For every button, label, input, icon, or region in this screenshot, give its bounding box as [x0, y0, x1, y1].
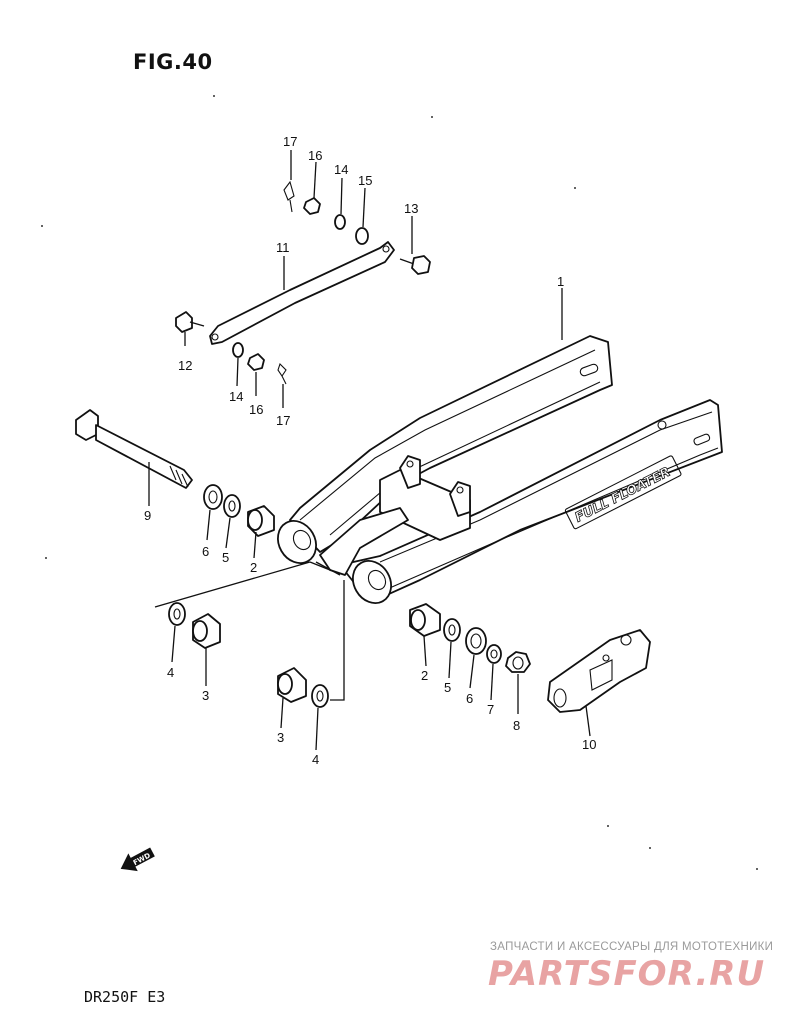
torque-rod [209, 241, 395, 345]
callout-15: 15 [358, 173, 372, 188]
watermark-tagline: ЗАПЧАСТИ И АКСЕССУАРЫ ДЛЯ МОТОТЕХНИКИ [490, 941, 774, 953]
washer-14-bottom [232, 342, 244, 358]
callout-2-left: 2 [250, 560, 257, 575]
washer-5-right [443, 618, 461, 642]
fwd-arrow-icon: FWD [120, 847, 155, 872]
callout-4-left: 4 [167, 665, 174, 680]
pivot-shaft [75, 409, 193, 489]
callout-3-left: 3 [202, 688, 209, 703]
callout-1: 1 [557, 274, 564, 289]
callout-3-center: 3 [277, 730, 284, 745]
callout-11: 11 [276, 240, 290, 255]
nut-16-top [303, 197, 321, 215]
callout-8: 8 [513, 718, 520, 733]
callout-6-left: 6 [202, 544, 209, 559]
leader-lines [148, 150, 591, 751]
nut-16-bottom [247, 353, 265, 371]
callout-9: 9 [144, 508, 151, 523]
seal-6-left [203, 484, 223, 510]
callout-12: 12 [178, 358, 192, 373]
washer-7 [486, 644, 502, 664]
scan-specks [41, 95, 758, 870]
washer-4-left [168, 602, 186, 626]
callout-16-top: 16 [308, 148, 322, 163]
model-label: DR250F E3 [84, 988, 166, 1006]
fwd-label: FWD [132, 851, 152, 867]
callout-14-bottom: 14 [229, 389, 243, 404]
callout-4-center: 4 [312, 752, 319, 767]
callout-13: 13 [404, 201, 418, 216]
assembly-lines [154, 561, 345, 701]
cotter-pin-17-top [283, 180, 295, 213]
callout-5-left: 5 [222, 550, 229, 565]
callout-7: 7 [487, 702, 494, 717]
watermark-brand: PARTSFOR.RU [488, 954, 765, 994]
callout-5-right: 5 [444, 680, 451, 695]
nut-8 [505, 651, 531, 673]
callout-14-top: 14 [334, 162, 348, 177]
callout-6-right: 6 [466, 691, 473, 706]
seal-6-right [465, 627, 487, 655]
washer-4-center [311, 684, 329, 708]
washer-15 [355, 227, 369, 245]
cotter-pin-17-bottom [277, 362, 287, 385]
callout-17-top: 17 [283, 134, 297, 149]
washer-14-top [334, 214, 346, 230]
swingarm: FULL FLOATER [277, 335, 723, 604]
bolt-12 [175, 311, 205, 333]
chain-guide-10 [547, 629, 651, 713]
callout-2-right: 2 [421, 668, 428, 683]
callout-10: 10 [582, 737, 596, 752]
callout-17-bottom: 17 [276, 413, 290, 428]
callout-16-bottom: 16 [249, 402, 263, 417]
washer-5-left [223, 494, 241, 518]
callout-labels: 1 17 16 14 15 13 11 12 14 16 17 9 6 5 2 … [144, 134, 596, 767]
bolt-13 [399, 255, 431, 275]
figure-title: FIG.40 [133, 50, 213, 74]
